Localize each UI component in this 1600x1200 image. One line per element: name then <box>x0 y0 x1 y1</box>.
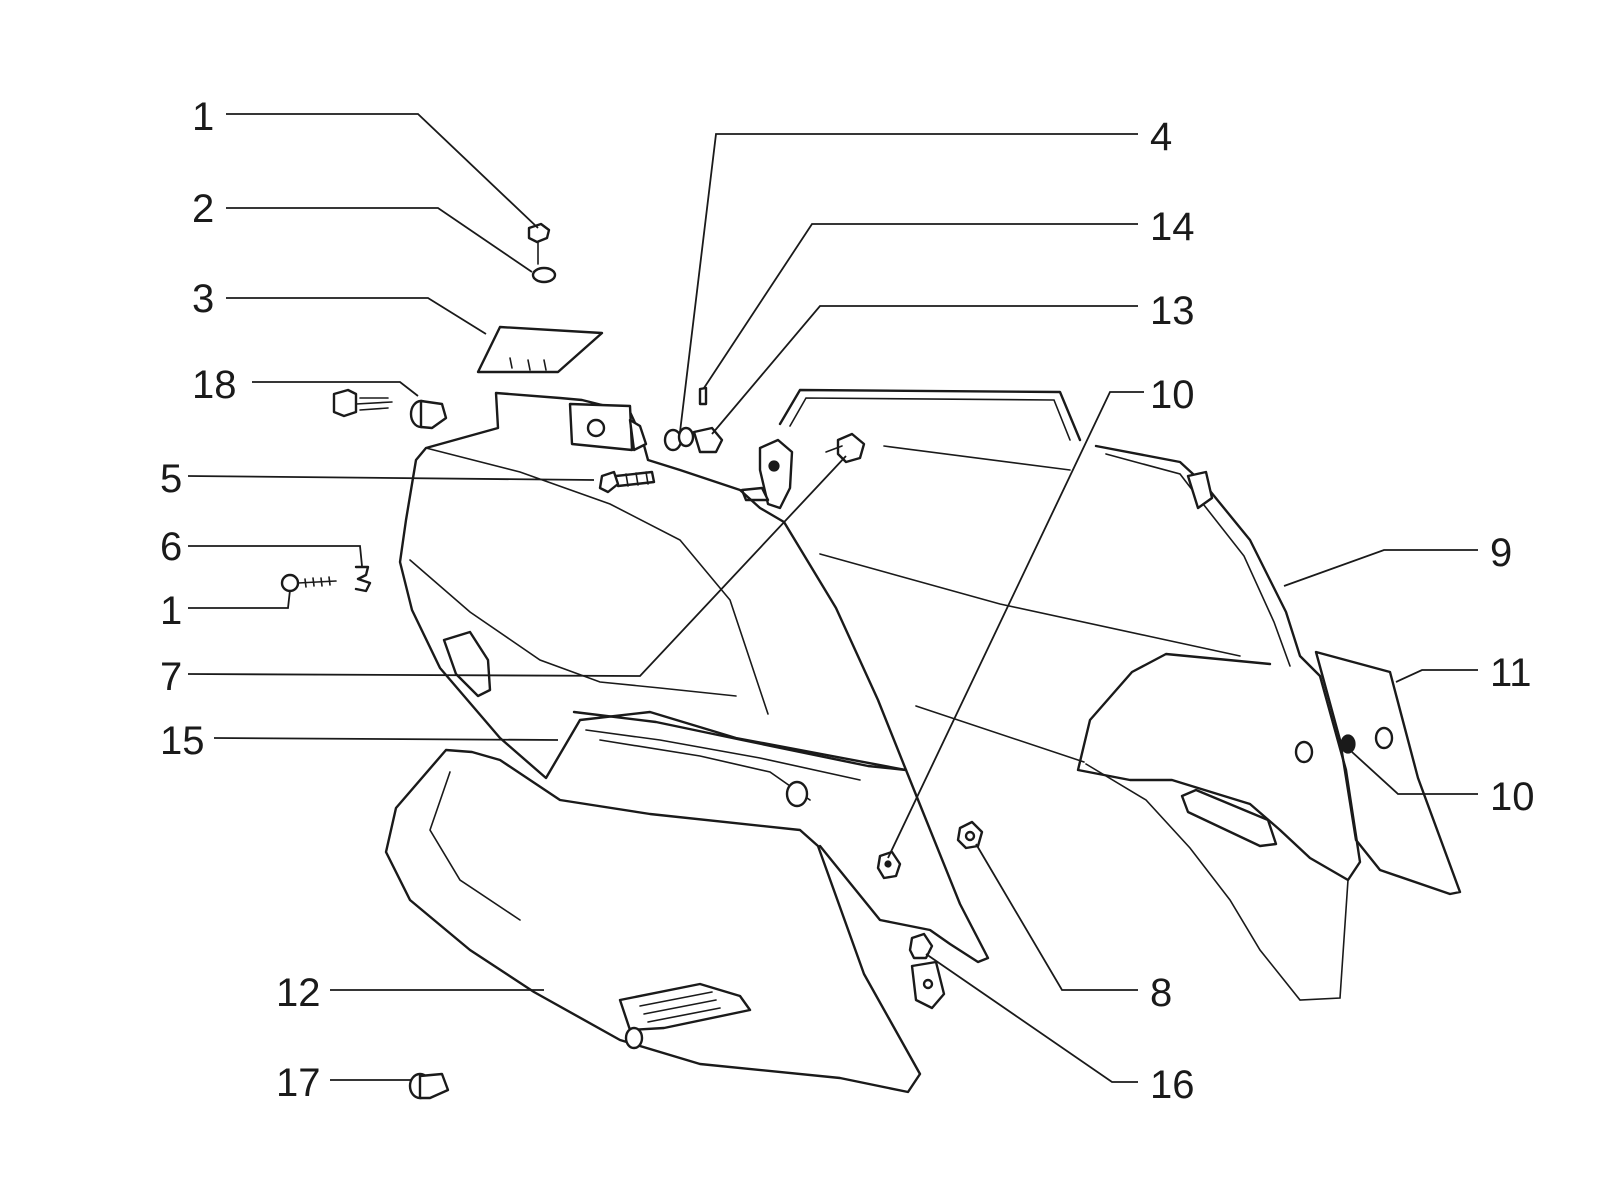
callout-9: 9 <box>1490 531 1512 575</box>
callout-18: 18 <box>192 363 237 407</box>
callout-6: 6 <box>160 525 182 569</box>
callout-11: 11 <box>1490 651 1532 695</box>
callout-12: 12 <box>276 971 321 1015</box>
leader-5 <box>187 475 595 481</box>
leader-10-top <box>887 391 1144 859</box>
leader-lines <box>187 113 1478 1083</box>
part-knob-7 <box>825 432 866 464</box>
leader-16 <box>925 953 1138 1083</box>
callout-10-bottom: 10 <box>1490 775 1535 819</box>
callout-15: 15 <box>160 719 205 763</box>
leader-1-top <box>226 113 539 229</box>
callout-7: 7 <box>160 655 182 699</box>
part-screw-1-top <box>527 222 551 265</box>
part-lid-plate-3 <box>476 325 604 374</box>
leader-4 <box>679 133 1138 433</box>
leader-3 <box>226 297 487 335</box>
part-screw-17 <box>408 1072 450 1100</box>
part-screw-6 <box>354 565 372 593</box>
part-grommet-8 <box>956 820 984 850</box>
callout-13: 13 <box>1150 289 1195 333</box>
part-washer-10-left <box>876 850 902 880</box>
callout-17: 17 <box>276 1061 321 1105</box>
callout-14: 14 <box>1150 205 1195 249</box>
part-upper-frame <box>778 388 1241 763</box>
leader-11 <box>1395 669 1478 683</box>
part-left-side-panel <box>398 391 908 780</box>
callout-3: 3 <box>192 277 214 321</box>
callout-1-top: 1 <box>192 95 214 139</box>
callout-4: 4 <box>1150 115 1172 159</box>
leader-18 <box>252 381 419 397</box>
leader-15 <box>213 737 559 741</box>
callout-10-top: 10 <box>1150 373 1195 417</box>
leader-8 <box>975 843 1138 991</box>
part-lock-assembly <box>663 386 724 454</box>
leader-2 <box>226 207 533 273</box>
leader-7 <box>187 455 847 677</box>
part-clip-16 <box>908 932 946 1010</box>
callout-1-bottom: 1 <box>160 589 182 633</box>
part-key-lock-18 <box>332 388 448 430</box>
part-rear-plate-11 <box>1314 650 1462 896</box>
part-inner-panel-15 <box>572 710 990 964</box>
part-bolt-5 <box>598 470 656 494</box>
leader-1-bottom <box>188 589 291 609</box>
leader-13 <box>711 305 1138 435</box>
callout-5: 5 <box>160 457 182 501</box>
callout-2: 2 <box>192 187 214 231</box>
part-right-side-panel-9 <box>1076 444 1362 1001</box>
part-lower-panel-12 <box>384 739 922 1094</box>
leader-9 <box>1283 549 1478 587</box>
leader-6 <box>188 545 363 567</box>
callout-8: 8 <box>1150 971 1172 1015</box>
part-screw-1-bottom <box>280 573 337 593</box>
callout-16: 16 <box>1150 1063 1195 1107</box>
leader-14 <box>703 223 1138 389</box>
callout-numbers: 1 2 3 18 5 6 1 7 15 12 17 4 14 13 10 9 1… <box>160 95 1535 1107</box>
leader-10-bottom <box>1351 751 1478 795</box>
part-washer-2 <box>531 266 557 284</box>
